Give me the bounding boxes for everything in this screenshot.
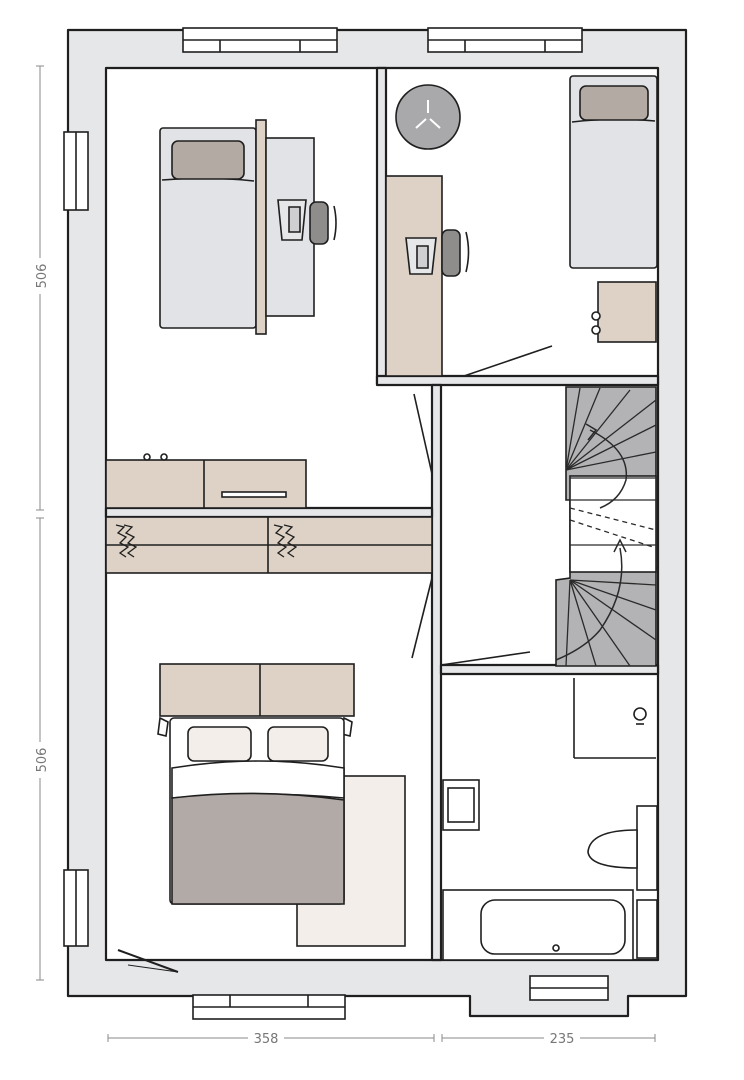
- master-bedroom: [117, 663, 406, 973]
- window-top-left: [182, 27, 338, 53]
- bedroom-2: [385, 75, 658, 377]
- wall-hall-west: [430, 383, 443, 962]
- doors: [411, 345, 553, 666]
- pillow: [267, 726, 329, 762]
- bathroom: [442, 678, 658, 961]
- floor-lamp: [395, 84, 461, 150]
- wardrobe-handle: [221, 491, 287, 498]
- wardrobe-upper: [105, 459, 307, 509]
- wardrobes: [105, 453, 433, 574]
- headboard: [159, 663, 355, 717]
- double-bed: [169, 717, 345, 905]
- desk-chair-2: [405, 229, 470, 277]
- sink: [442, 779, 480, 831]
- window-left-upper: [63, 131, 89, 211]
- window-bottom-left: [192, 994, 346, 1020]
- walls: [66, 28, 688, 1018]
- stair-landing: [569, 475, 657, 573]
- dim-bottom-right: 235: [550, 1032, 575, 1047]
- bedroom-1: [159, 119, 337, 335]
- wall-bedroom2-south: [375, 374, 660, 387]
- pillow: [579, 85, 649, 121]
- desk-1: [255, 119, 267, 335]
- wall-bedroom2-west: [375, 66, 388, 386]
- dim-left-upper: 506: [35, 264, 50, 289]
- window-left-lower: [63, 869, 89, 947]
- wall-wardrobe-top: [104, 506, 434, 519]
- shower-cabinet: [573, 678, 656, 759]
- dim-left-lower: 506: [35, 748, 50, 773]
- windows: [63, 27, 609, 1020]
- door-bedroom2: [463, 345, 553, 377]
- single-bed-2: [569, 75, 658, 269]
- duvet: [171, 792, 345, 905]
- door-hall-west: [411, 577, 433, 659]
- wall-bath-top: [439, 663, 660, 676]
- window-top-right: [427, 27, 583, 53]
- bathtub: [442, 889, 634, 961]
- stairs: [555, 386, 657, 667]
- pillow: [171, 140, 245, 180]
- desk-chair-1: [277, 199, 337, 245]
- single-bed-1: [159, 127, 257, 329]
- dim-bottom-left: 358: [254, 1032, 279, 1047]
- door-master: [117, 949, 179, 973]
- door-bathroom: [440, 651, 531, 666]
- pillow: [187, 726, 252, 762]
- desk-2: [385, 175, 443, 377]
- door-bedroom1: [413, 393, 433, 475]
- toilet: [587, 805, 658, 891]
- washbasin-cabinet: [591, 281, 657, 343]
- window-bottom-right: [529, 975, 609, 1001]
- dimension-labels: 506 506 358 235: [30, 258, 580, 1047]
